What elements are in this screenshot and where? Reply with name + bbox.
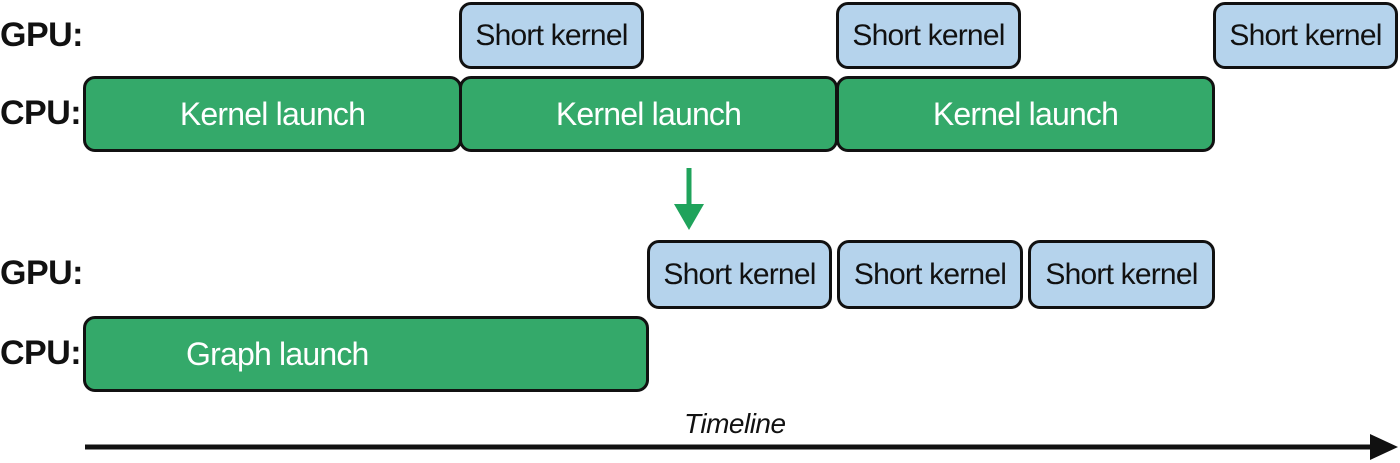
bottom-cpu-graph-launch: Graph launch (83, 316, 649, 392)
top-cpu-kernel-launch-1: Kernel launch (83, 76, 462, 152)
bottom-gpu-kernel-1: Short kernel (647, 240, 832, 309)
top-gpu-kernel-2: Short kernel (836, 2, 1021, 69)
top-cpu-kernel-launch-3: Kernel launch (836, 76, 1215, 152)
bottom-cpu-row-label: CPU: (0, 334, 82, 372)
bottom-gpu-row-label: GPU: (0, 254, 84, 292)
down-arrow-icon (674, 168, 704, 230)
timeline-label: Timeline (684, 408, 786, 439)
bottom-gpu-kernel-3: Short kernel (1028, 240, 1215, 309)
top-gpu-row-label: GPU: (0, 16, 84, 54)
top-gpu-kernel-3: Short kernel (1213, 2, 1398, 69)
timeline-arrow (85, 434, 1398, 460)
top-gpu-kernel-1: Short kernel (459, 2, 644, 69)
top-cpu-row-label: CPU: (0, 94, 82, 132)
bottom-gpu-kernel-2: Short kernel (837, 240, 1023, 309)
